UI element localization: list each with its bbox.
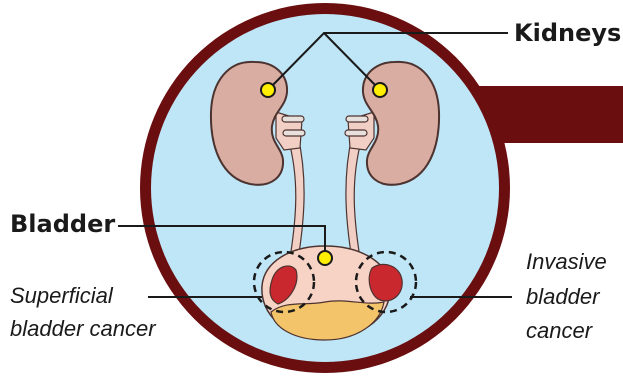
label-invasive-bladder-cancer: Invasive bladder cancer <box>526 250 607 344</box>
label-superficial-line1: Superficial <box>10 284 156 309</box>
label-invasive-line2: bladder <box>526 285 607 310</box>
label-invasive-line3: cancer <box>526 319 607 344</box>
label-superficial-line2: bladder cancer <box>10 317 156 342</box>
left-kidney-marker <box>261 83 275 97</box>
right-kidney-marker <box>373 83 387 97</box>
bladder-marker <box>318 251 332 265</box>
label-superficial-bladder-cancer: Superficial bladder cancer <box>10 284 156 341</box>
label-invasive-line1: Invasive <box>526 250 607 275</box>
label-bladder: Bladder <box>10 212 115 236</box>
label-kidneys: Kidneys <box>514 21 621 45</box>
invasive-tumor-icon <box>369 264 402 300</box>
